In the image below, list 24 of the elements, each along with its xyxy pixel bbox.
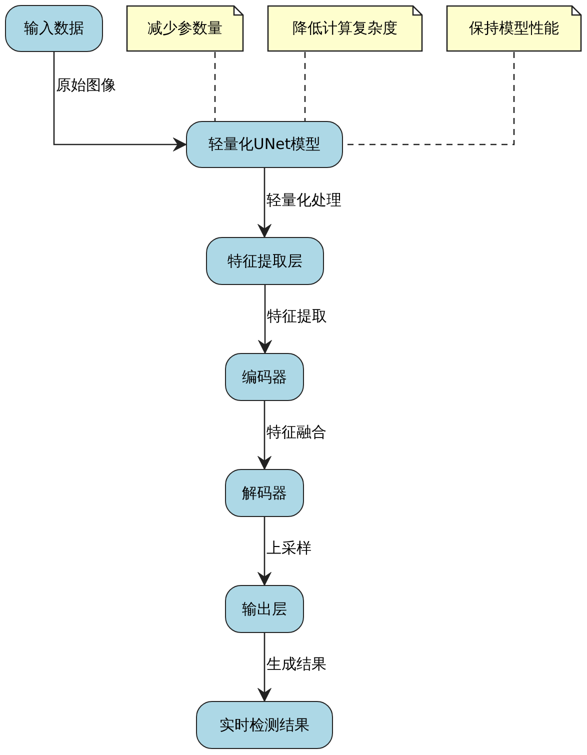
arrow xyxy=(258,517,271,586)
process-box: 轻量化UNet模型 xyxy=(186,121,343,168)
edge-label: 特征提取 xyxy=(266,307,328,326)
edge-label: 特征融合 xyxy=(266,423,328,442)
arrow xyxy=(258,285,272,354)
edge-label: 上采样 xyxy=(266,539,312,558)
arrow xyxy=(53,52,186,151)
connector-line xyxy=(214,52,216,121)
note-box: 降低计算复杂度 xyxy=(267,5,423,52)
edge-label: 原始图像 xyxy=(55,76,117,95)
process-box: 输出层 xyxy=(225,585,304,633)
note-box: 减少参数量 xyxy=(126,5,244,52)
connector-line xyxy=(304,52,306,121)
process-box: 输入数据 xyxy=(5,5,103,52)
edge-label: 轻量化处理 xyxy=(266,190,342,210)
note-box: 保持模型性能 xyxy=(446,5,582,52)
process-box: 编码器 xyxy=(225,353,304,401)
arrow xyxy=(258,633,271,702)
process-box: 实时检测结果 xyxy=(196,701,333,749)
process-box: 特征提取层 xyxy=(206,237,324,285)
process-box: 解码器 xyxy=(225,469,304,517)
arrow xyxy=(258,168,271,238)
edge-label: 生成结果 xyxy=(266,655,328,674)
arrow xyxy=(258,401,271,470)
